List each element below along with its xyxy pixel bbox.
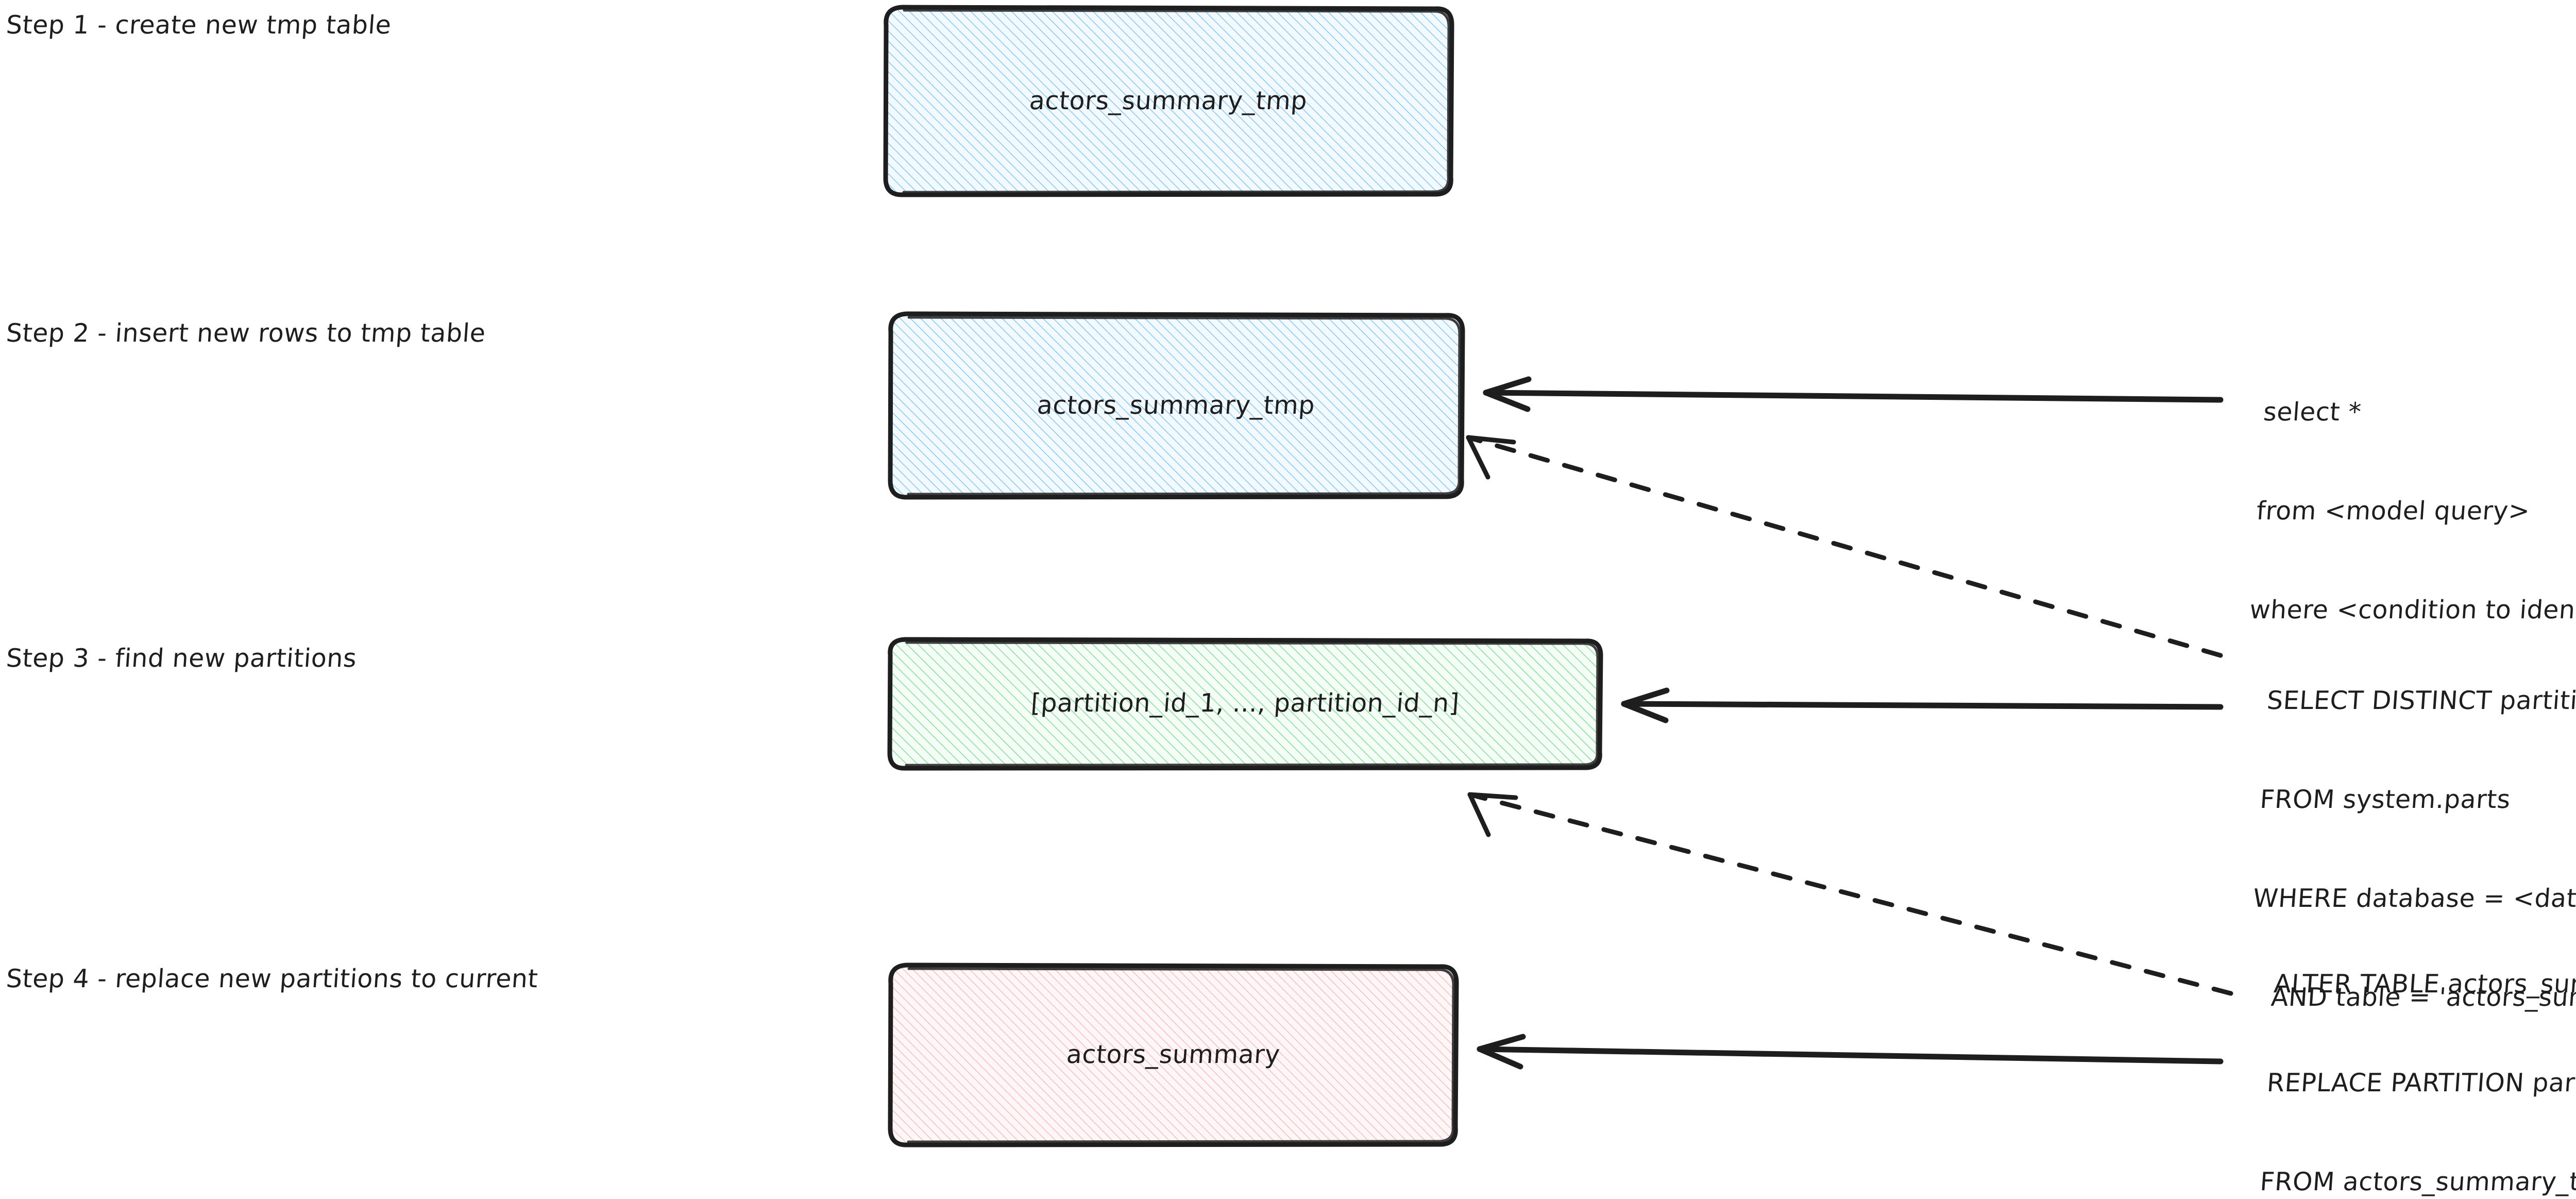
- arrow-tmp2-to-code-partitions: [1466, 435, 2223, 658]
- step-label-4: Step 4 - replace new partitions to curre…: [5, 964, 539, 993]
- code-line: SELECT DISTINCT partition_id: [2266, 686, 2576, 715]
- code-line: REPLACE PARTITION partition_id_1: [2266, 1068, 2576, 1097]
- node-summary-shape: [888, 962, 1459, 1147]
- node-tmp-table-step2[interactable]: actors_summary_tmp: [890, 313, 1463, 497]
- node-partitions-list-label: [partition_id_1, ..., partition_id_n]: [1030, 688, 1461, 718]
- node-actors-summary[interactable]: actors_summary: [890, 965, 1456, 1145]
- step-label-3: Step 3 - find new partitions: [5, 644, 358, 673]
- node-tmp-1-shape: [883, 5, 1454, 197]
- arrow-code-to-partitions: [1621, 687, 2224, 723]
- code-block-replace-partitions: ALTER TABLE actors_summary REPLACE PARTI…: [2233, 902, 2576, 1199]
- arrow-code-to-tmp2: [1483, 376, 2224, 412]
- code-line: select *: [2262, 397, 2363, 427]
- node-tmp-2-shape: [888, 311, 1465, 500]
- code-line: FROM actors_summary_tmp,: [2259, 1167, 2576, 1196]
- node-tmp-table-step2-label: actors_summary_tmp: [1036, 390, 1316, 420]
- node-tmp-table-step1[interactable]: actors_summary_tmp: [885, 7, 1452, 195]
- code-line: FROM system.parts: [2259, 785, 2512, 814]
- node-tmp-table-step1-label: actors_summary_tmp: [1028, 86, 1309, 115]
- node-actors-summary-label: actors_summary: [1065, 1040, 1281, 1069]
- node-partitions-list[interactable]: [partition_id_1, ..., partition_id_n]: [890, 639, 1601, 768]
- node-partitions-shape: [887, 637, 1603, 771]
- code-line: from <model query>: [2256, 496, 2531, 526]
- arrow-code-to-summary: [1477, 1034, 2224, 1070]
- arrow-partitions-to-code-replace: [1467, 792, 2233, 996]
- step-label-1: Step 1 - create new tmp table: [5, 10, 393, 40]
- code-line: ALTER TABLE actors_summary: [2273, 969, 2576, 999]
- step-label-2: Step 2 - insert new rows to tmp table: [5, 318, 487, 348]
